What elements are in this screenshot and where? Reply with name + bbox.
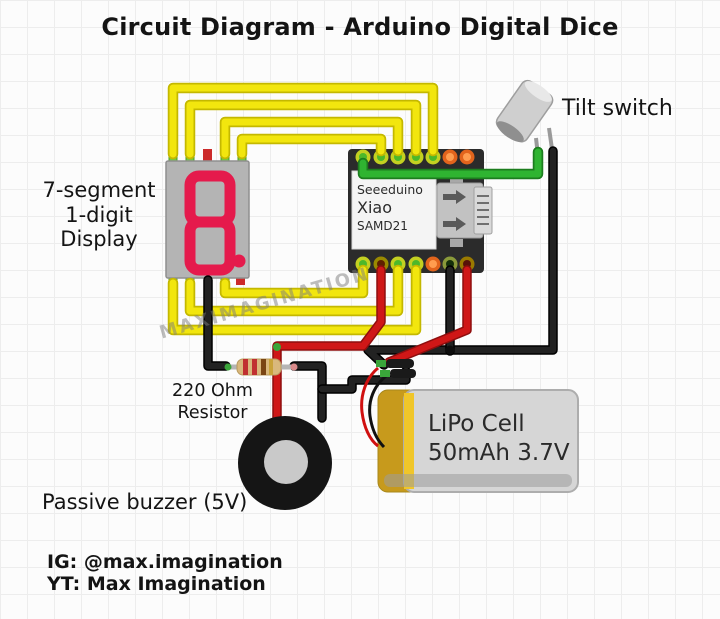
wire-display-bot1-xiao [169,266,420,334]
wire-display-top2-xiao [186,101,420,158]
battery-lead-black [368,374,387,449]
footer-instagram: IG: @max.imagination [47,551,283,573]
tilt-switch [495,79,555,157]
footer-credits: IG: @max.imagination YT: Max Imagination [47,551,283,595]
display-decimal-point [232,254,246,268]
resistor-lead-tip [224,363,232,371]
xiao-pin-hole [446,153,454,161]
wire-display-top3-xiao [221,118,402,158]
buzzer-label: Passive buzzer (5V) [42,490,248,514]
xiao-label-area [351,170,437,250]
resistor-label-line1: 220 Ohm [172,381,253,401]
resistor-band [252,359,257,375]
wire-tilt-ground-black [364,147,557,369]
xiao-label-brand: Seeeduino [357,182,423,197]
tilt-switch-label: Tilt switch [562,96,673,121]
usb-arrow-icon [443,190,466,204]
connector-pin [376,360,386,367]
display-label-line1: 7-segment [42,178,156,202]
junction-dot [445,345,455,355]
display-label: 7-segment 1-digit Display [29,178,169,252]
junction-dot [273,343,281,351]
wire-resistor-buzzer-black [289,361,327,423]
wire-resistor-buzzer-black [290,362,326,422]
wire-display-bot2-xiao [186,266,402,315]
xiao-pin-hole [429,260,437,268]
passive-buzzer [238,416,332,510]
page-title: Circuit Diagram - Arduino Digital Dice [101,13,619,41]
resistor-band [243,359,248,375]
wire-xiao-battery-red [385,266,471,366]
lipo-cell [377,389,579,493]
display-digit-eight [184,170,246,276]
footer-youtube: YT: Max Imagination [47,573,266,595]
wire-display-resistor-black [204,276,230,370]
display-pin-red-marker [236,273,245,285]
resistor-band [261,359,266,375]
resistor-label: 220 Ohm Resistor [150,380,275,424]
seven-segment-display [165,147,250,292]
wire-xiao-tilt-green [359,148,542,178]
resistor-lead-tip [290,363,298,371]
lipo-label: LiPo Cell 50mAh 3.7V [428,410,570,468]
resistor-band [269,359,273,375]
display-pin-red-marker [203,149,212,161]
lipo-label-line1: LiPo Cell [428,411,525,437]
connector-pin [380,370,390,377]
xiao-pin-hole [463,153,471,161]
xiao-label-chip: SAMD21 [357,219,408,233]
resistor-220ohm [224,358,298,376]
xiao-board-label: Seeeduino Xiao SAMD21 [357,182,423,234]
display-label-line3: Display [60,227,138,251]
usb-arrow-icon [443,217,466,231]
resistor-label-line2: Resistor [177,403,248,423]
wire-display-bot3-xiao [221,266,367,297]
lipo-label-line2: 50mAh 3.7V [428,440,570,466]
battery-lead-red [360,366,380,448]
display-label-line2: 1-digit [65,202,133,227]
wire-display-top1-xiao [169,84,437,158]
seeeduino-xiao-board [348,149,493,273]
battery-connector [360,359,416,449]
wire-display-top4-xiao [238,135,385,158]
wire-xiao-buzzer-red [273,266,385,448]
usb-connector [436,175,493,247]
xiao-label-model: Xiao [357,198,392,217]
